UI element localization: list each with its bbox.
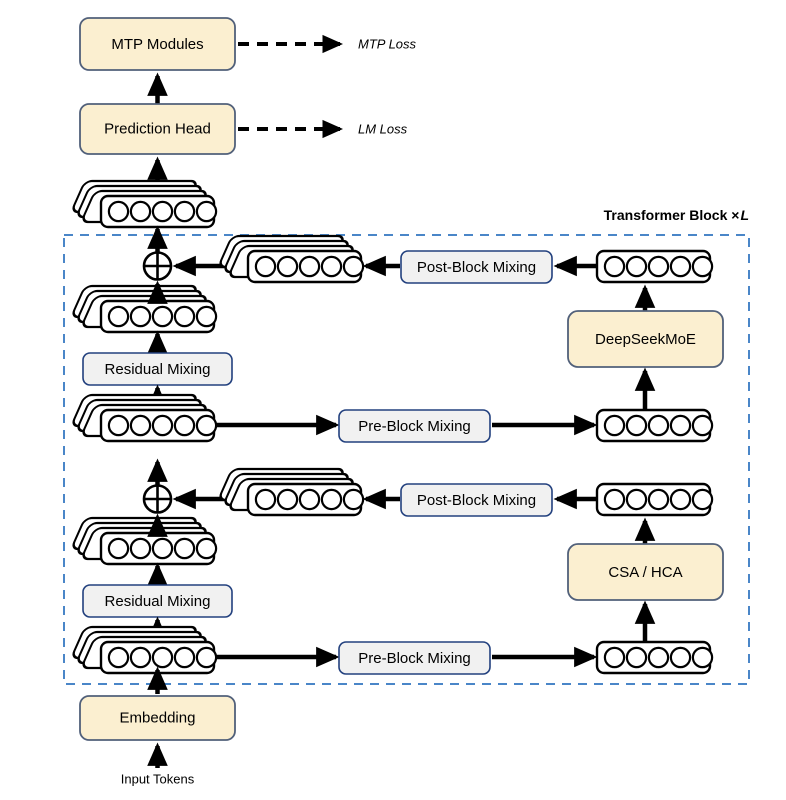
pre-block-mixing-upper-label: Pre-Block Mixing <box>358 418 471 435</box>
pre-block-mixing-lower-label: Pre-Block Mixing <box>358 650 471 667</box>
lm-loss-label: LM Loss <box>358 121 408 136</box>
transformer-block-label-text: Transformer Block <box>604 207 732 223</box>
csa-hca-label: CSA / HCA <box>608 564 682 581</box>
deepseekmoe-label: DeepSeekMoE <box>595 331 696 348</box>
residual-mixing-box-lower[interactable]: Residual Mixing <box>82 584 233 618</box>
embedding-label: Embedding <box>120 709 196 726</box>
token-stack-midblock <box>71 395 216 441</box>
residual-merge-node-lower <box>142 484 173 514</box>
residual-merge-node-upper <box>142 251 173 281</box>
prediction-head-box[interactable]: Prediction Head <box>79 103 236 155</box>
mtp-modules-box[interactable]: MTP Modules <box>79 17 236 71</box>
token-stack-postmix-lower <box>218 469 363 515</box>
token-row-moe-output <box>595 249 714 284</box>
token-stack-residual-lower-out <box>71 518 216 564</box>
token-stack-output <box>71 181 216 227</box>
post-block-mixing-lower-label: Post-Block Mixing <box>417 492 536 509</box>
residual-mixing-lower-label: Residual Mixing <box>105 593 211 610</box>
residual-mixing-box-upper[interactable]: Residual Mixing <box>82 352 233 386</box>
input-tokens-label: Input Tokens <box>121 771 195 786</box>
token-row-attn-input <box>595 640 714 675</box>
embedding-box[interactable]: Embedding <box>79 695 236 741</box>
post-block-mixing-box-upper[interactable]: Post-Block Mixing <box>400 250 553 284</box>
pre-block-mixing-box-upper[interactable]: Pre-Block Mixing <box>338 409 491 443</box>
token-stack-embedded <box>71 627 216 673</box>
transformer-block-label-italic-L: L <box>740 207 749 223</box>
mtp-modules-label: MTP Modules <box>111 36 203 53</box>
pre-block-mixing-box-lower[interactable]: Pre-Block Mixing <box>338 641 491 675</box>
post-block-mixing-box-lower[interactable]: Post-Block Mixing <box>400 483 553 517</box>
csa-hca-box[interactable]: CSA / HCA <box>567 543 724 601</box>
residual-mixing-upper-label: Residual Mixing <box>105 361 211 378</box>
deepseekmoe-box[interactable]: DeepSeekMoE <box>567 310 724 368</box>
token-row-moe-input <box>595 408 714 443</box>
transformer-block-label-mult: × <box>731 207 739 223</box>
transformer-block-label: Transformer Block ×L <box>604 207 749 223</box>
mtp-loss-label: MTP Loss <box>358 36 417 51</box>
prediction-head-label: Prediction Head <box>104 120 211 137</box>
token-row-attn-output <box>595 482 714 517</box>
token-stack-postmix-upper <box>218 236 363 282</box>
token-stack-residual-upper-out <box>71 286 216 332</box>
post-block-mixing-upper-label: Post-Block Mixing <box>417 259 536 276</box>
transformer-block-region <box>63 234 750 685</box>
